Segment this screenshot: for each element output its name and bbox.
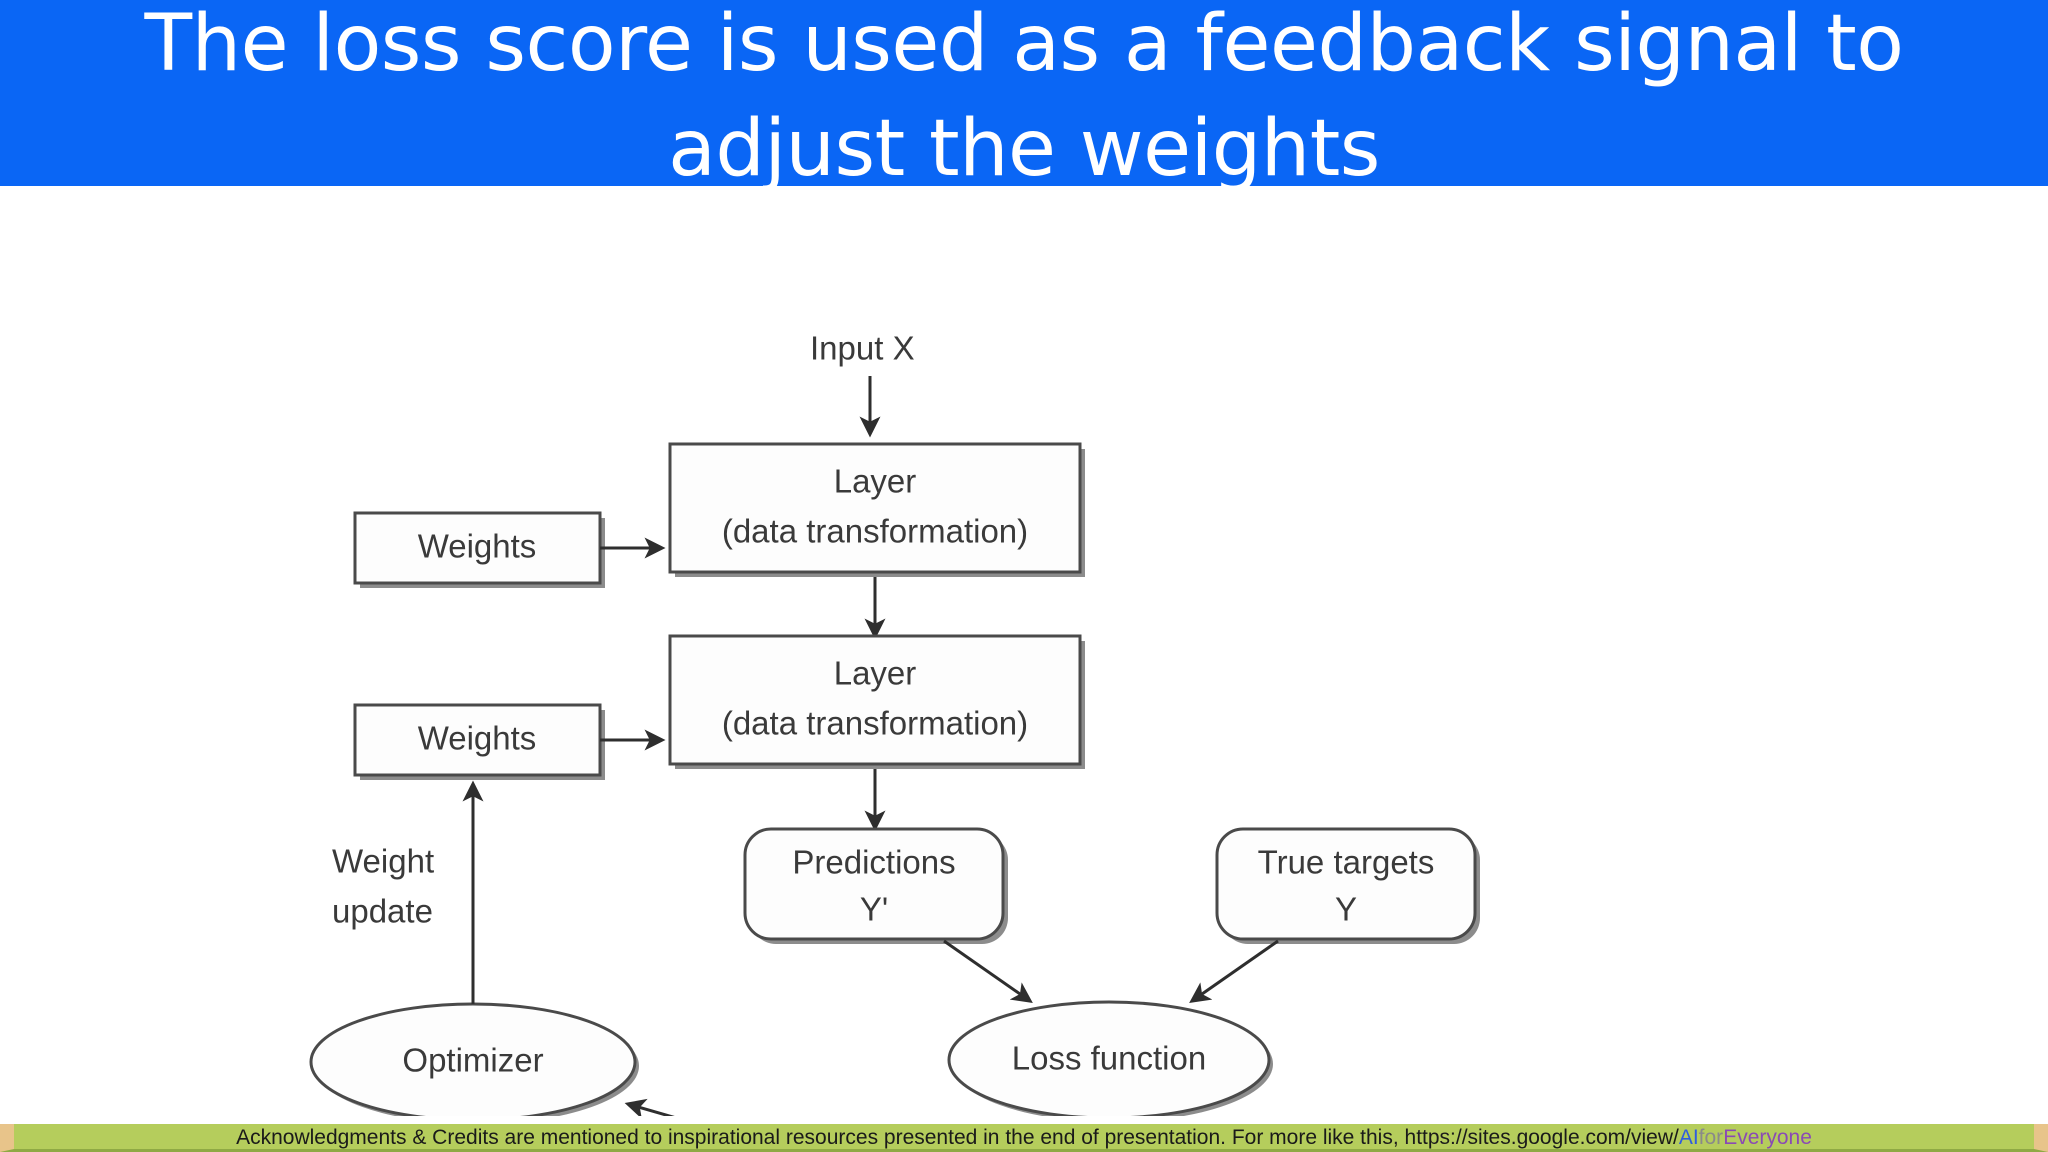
node-label-lossfn: Loss function [1012,1040,1206,1077]
node-label-input: Input X [810,330,915,367]
edge-predictions-to-lossfn [943,939,1033,1004]
footer-link-everyone[interactable]: Everyone [1723,1126,1812,1149]
node-layer2 [668,634,1082,766]
footer-link-ai[interactable]: AI [1678,1126,1699,1149]
node-label-layer2-line2: (data transformation) [722,705,1028,742]
node-label-weights2: Weights [418,720,537,757]
node-weights1 [353,511,602,585]
edge-lossscore-to-optimizer [624,1098,675,1116]
node-label-truetargets-line1: True targets [1258,844,1435,881]
node-label-optimizer: Optimizer [402,1042,543,1079]
label-weight-update-line2: update [332,893,433,930]
node-predictions [743,827,1005,941]
node-label-weights1: Weights [418,528,537,565]
diagram-container: Input X Weights Layer (data transformati… [0,186,2048,1116]
slide-title: The loss score is used as a feedback sig… [144,0,1904,194]
footer-bar: Acknowledgments & Credits are mentioned … [0,1124,2048,1152]
node-label-predictions-line1: Predictions [792,844,955,881]
node-label-truetargets-line2: Y [1335,891,1357,928]
node-label-layer1-line2: (data transformation) [722,513,1028,550]
node-layer1 [668,442,1082,574]
footer-link-for[interactable]: for [1698,1126,1724,1149]
footer-credit-text: Acknowledgments & Credits are mentioned … [236,1126,1679,1149]
footer-credits: Acknowledgments & Credits are mentioned … [14,1125,2034,1149]
node-weights2 [353,703,602,777]
label-weight-update-line1: Weight [332,843,434,880]
edge-truetargets-to-lossfn [1189,939,1279,1004]
node-lossfn [947,1000,1271,1116]
node-truetargets [1215,827,1477,941]
node-label-layer1-line1: Layer [834,463,917,500]
node-label-layer2-line1: Layer [834,655,917,692]
training-loop-diagram: Input X Weights Layer (data transformati… [309,330,1480,1116]
slide-title-banner: The loss score is used as a feedback sig… [0,0,2048,194]
node-label-predictions-line2: Y' [860,891,888,928]
